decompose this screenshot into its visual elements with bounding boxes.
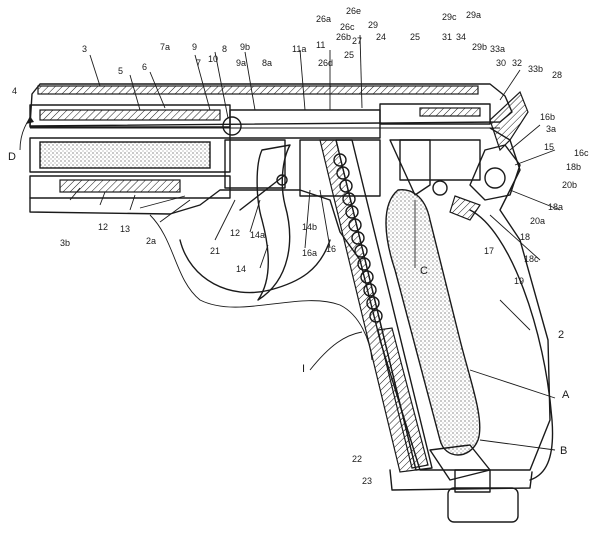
label-13: 13: [120, 224, 130, 234]
label-10: 10: [208, 54, 218, 64]
label-C: C: [420, 265, 428, 277]
label-16a: 16a: [302, 248, 317, 258]
label-12: 12: [98, 222, 108, 232]
label-34: 34: [456, 32, 466, 42]
label-29c: 29c: [442, 12, 457, 22]
label-8a: 8a: [262, 58, 272, 68]
label-24: 24: [376, 32, 386, 42]
label-18c: 18c: [524, 254, 539, 264]
label-3a: 3a: [546, 124, 556, 134]
label-6: 6: [142, 62, 147, 72]
label-26d: 26d: [318, 58, 333, 68]
label-2a: 2a: [146, 236, 156, 246]
label-7a: 7a: [160, 42, 170, 52]
label-25: 25: [344, 50, 354, 60]
label-22: 22: [352, 454, 362, 464]
label-11: 11: [316, 40, 325, 50]
label-2: 2: [558, 329, 564, 341]
leader-lines: [70, 35, 560, 450]
label-7: 7: [196, 58, 201, 68]
label-16b: 16b: [540, 112, 555, 122]
label-14a: 14a: [250, 230, 265, 240]
label-27: 27: [352, 36, 362, 46]
label-18b: 18b: [566, 162, 581, 172]
label-30: 30: [496, 58, 506, 68]
label-3: 3: [82, 44, 87, 54]
label-16: 16: [326, 244, 336, 254]
label-15: 15: [544, 142, 554, 152]
label-26b: 26b: [336, 32, 351, 42]
label-8: 8: [222, 44, 227, 54]
label-33a: 33a: [490, 44, 505, 54]
label-32: 32: [512, 58, 522, 68]
label-29b: 29b: [472, 42, 487, 52]
arrow-D: [20, 116, 34, 150]
label-26c: 26c: [340, 22, 355, 32]
label-20b: 20b: [562, 180, 577, 190]
label-28: 28: [552, 70, 562, 80]
label-9a: 9a: [236, 58, 246, 68]
label-16c: 16c: [574, 148, 589, 158]
label-33b: 33b: [528, 64, 543, 74]
label-21: 21: [210, 246, 220, 256]
label-26a: 26a: [316, 14, 331, 24]
label-3b: 3b: [60, 238, 70, 248]
trigger: [240, 145, 290, 300]
label-23: 23: [362, 476, 372, 486]
label-D: D: [8, 151, 16, 163]
label-19: 19: [514, 276, 524, 286]
label-17: 17: [484, 246, 494, 256]
label-11a: 11a: [292, 44, 306, 54]
part-labels: 3 4 5 6 7a 9 7 10 8 9b 9a 8a 11a 11 26d …: [8, 6, 589, 486]
label-14: 14: [236, 264, 246, 274]
label-9b: 9b: [240, 42, 250, 52]
label-A: A: [562, 389, 570, 401]
label-14b: 14b: [302, 222, 317, 232]
label-26e: 26e: [346, 6, 361, 16]
label-29: 29: [368, 20, 378, 30]
label-B: B: [560, 445, 567, 457]
label-4: 4: [12, 86, 17, 96]
label-I: I: [302, 363, 305, 375]
label-12b: 12: [230, 228, 240, 238]
label-5: 5: [118, 66, 123, 76]
label-31: 31: [442, 32, 452, 42]
label-18: 18: [520, 232, 530, 242]
label-20a: 20a: [530, 216, 545, 226]
label-9: 9: [192, 42, 197, 52]
label-25b: 25: [410, 32, 420, 42]
label-29a: 29a: [466, 10, 481, 20]
label-18a: 18a: [548, 202, 563, 212]
